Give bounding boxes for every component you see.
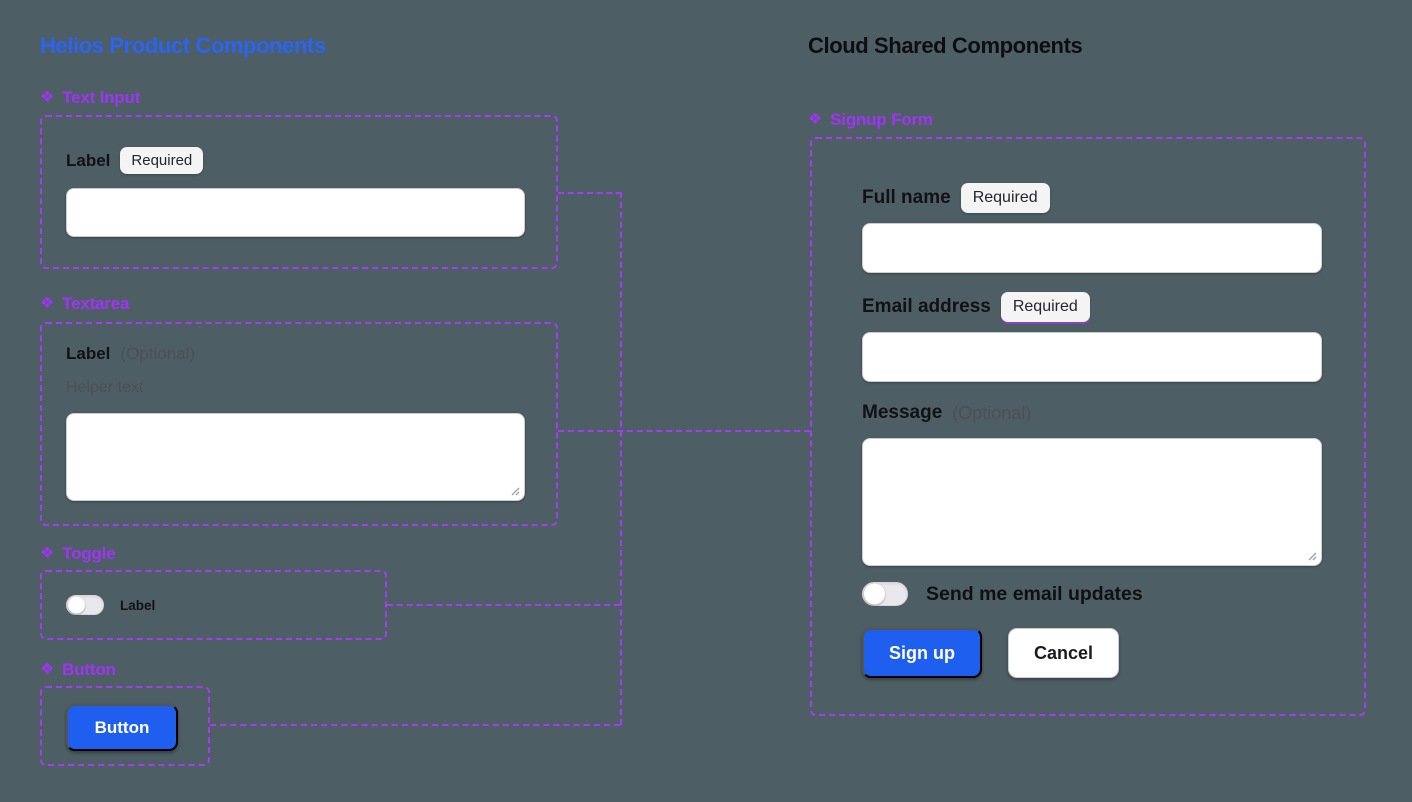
component-label-button: ❖ Button — [40, 660, 116, 680]
required-badge: Required — [960, 183, 1050, 213]
component-name: Text Input — [62, 88, 141, 107]
frame-textarea: Label (Optional) Helper text — [40, 322, 558, 526]
helper-text: Helper text — [66, 379, 144, 396]
connector-toggle — [387, 604, 620, 606]
component-name: Toggle — [62, 544, 116, 563]
message-field-wrap — [862, 438, 1322, 566]
frame-button: Button — [40, 686, 210, 766]
frame-text-input: Label Required — [40, 115, 558, 269]
required-badge: Required — [120, 147, 204, 174]
full-name-input[interactable] — [862, 223, 1322, 273]
demo-button[interactable]: Button — [66, 704, 178, 751]
email-label: Email address — [862, 296, 991, 317]
resize-handle-icon[interactable] — [1305, 549, 1317, 561]
toggle-knob — [864, 583, 885, 605]
textarea-field[interactable] — [67, 414, 524, 500]
email-input[interactable] — [862, 332, 1322, 382]
frame-signup-form: Full name Required Email address Require… — [810, 137, 1366, 716]
component-name: Textarea — [62, 294, 130, 313]
textarea-field-wrap — [66, 413, 525, 501]
field-label: Label — [66, 150, 111, 170]
right-section-title: Cloud Shared Components — [808, 33, 1083, 58]
optional-hint: (Optional) — [120, 344, 196, 363]
component-name: Button — [62, 660, 116, 679]
connector-button — [210, 724, 620, 726]
optional-hint: (Optional) — [952, 402, 1032, 423]
component-name: Signup Form — [830, 110, 933, 129]
connector-text-input — [558, 192, 622, 194]
component-icon: ❖ — [40, 295, 55, 312]
field-label: Label — [66, 344, 111, 363]
connector-trunk — [620, 192, 622, 725]
left-section-title: Helios Product Components — [40, 33, 326, 58]
message-label: Message — [862, 402, 943, 423]
component-icon: ❖ — [40, 89, 55, 106]
email-updates-label: Send me email updates — [926, 582, 1143, 605]
component-label-signup-form: ❖ Signup Form — [808, 110, 933, 130]
toggle-switch[interactable] — [66, 595, 104, 615]
sign-up-button[interactable]: Sign up — [862, 628, 982, 678]
email-updates-toggle[interactable] — [862, 582, 908, 606]
text-input-field[interactable] — [66, 188, 525, 237]
component-icon: ❖ — [40, 661, 55, 678]
frame-toggle: Label — [40, 570, 387, 640]
component-icon: ❖ — [808, 111, 823, 128]
component-icon: ❖ — [40, 545, 55, 562]
full-name-label: Full name — [862, 187, 951, 208]
component-label-textarea: ❖ Textarea — [40, 294, 129, 314]
resize-handle-icon[interactable] — [508, 484, 520, 496]
toggle-knob — [68, 596, 85, 614]
required-badge: Required — [1000, 292, 1090, 322]
component-label-toggle: ❖ Toggle — [40, 544, 116, 564]
message-textarea[interactable] — [863, 439, 1321, 565]
connector-textarea — [558, 430, 810, 432]
component-label-text-input: ❖ Text Input — [40, 88, 140, 108]
toggle-label: Label — [120, 597, 156, 613]
cancel-button[interactable]: Cancel — [1008, 628, 1119, 678]
